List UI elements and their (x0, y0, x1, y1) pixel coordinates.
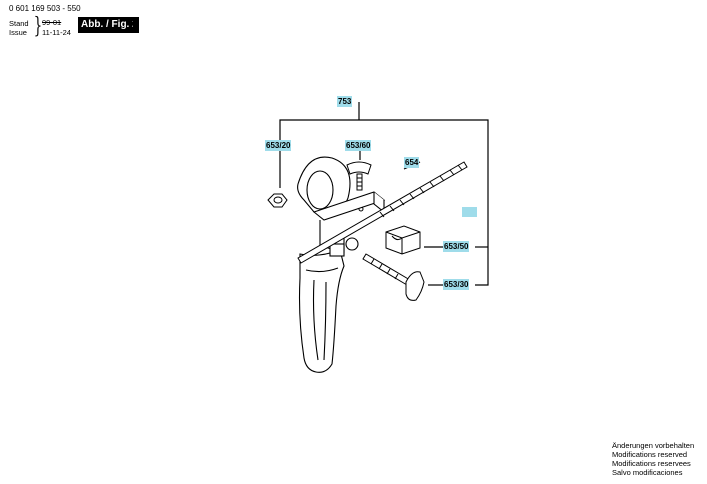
wing-screw (346, 161, 372, 212)
issue-value: 11-11-24 (42, 28, 71, 37)
side-handle (297, 156, 386, 373)
callout-753: 753 (337, 96, 353, 107)
stand-label: Stand (9, 19, 29, 28)
callout-653-50: 653/50 (443, 241, 470, 252)
figure-badge: Abb. / Fig. 2 (78, 17, 139, 33)
depth-rod (297, 161, 468, 264)
brace-glyph: } (33, 14, 43, 39)
empty-callout-tag (462, 207, 477, 217)
callout-653-30: 653/30 (443, 279, 470, 290)
clamp-screw (362, 253, 425, 301)
stand-value: 99-01 (42, 18, 62, 27)
part-number: 0 601 169 503 - 550 (9, 4, 81, 13)
note-line: Modifications reserved (612, 450, 688, 459)
clamp-block (385, 225, 421, 255)
note-line: Änderungen vorbehalten (612, 441, 695, 450)
callout-653-60: 653/60 (345, 140, 372, 151)
issue-label: Issue (9, 28, 27, 37)
hex-nut (267, 193, 288, 208)
footer-notes: Änderungen vorbehalten Modifications res… (612, 441, 694, 477)
callout-654: 654 (404, 157, 420, 168)
note-line: Salvo modificaciones (612, 468, 683, 477)
callout-653-20: 653/20 (265, 140, 292, 151)
note-line: Modifications reservees (612, 459, 691, 468)
